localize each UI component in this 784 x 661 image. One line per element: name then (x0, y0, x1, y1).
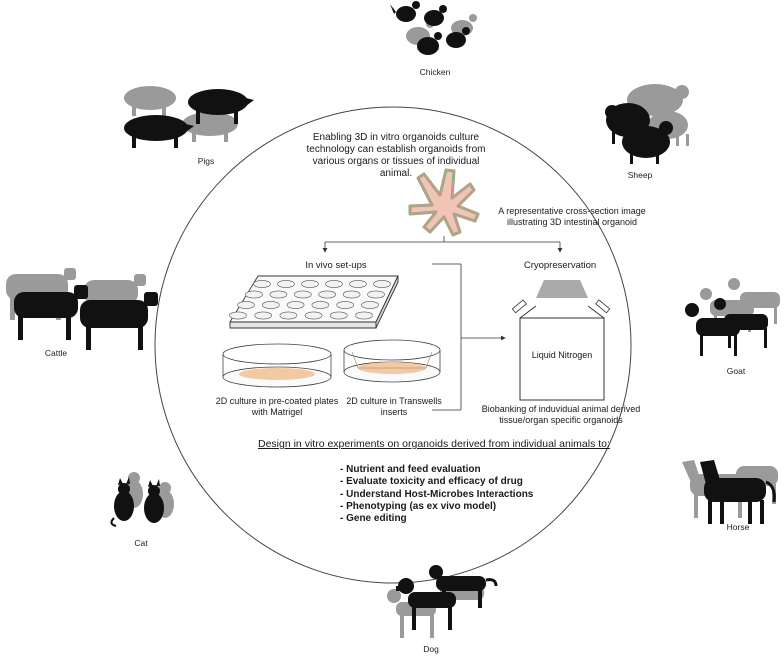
petri-dish-matrigel (222, 343, 332, 388)
label-dog: Dog (423, 644, 439, 654)
well (373, 280, 391, 288)
to-cryo-arrow (432, 263, 506, 411)
list-item: - Phenotyping (as ex vivo model) (340, 500, 497, 512)
organoid-caption: A representative cross-section image ill… (498, 206, 646, 227)
cryo-label: Cryopreservation (523, 260, 597, 271)
well (336, 301, 355, 309)
liquid-nitrogen-label: Liquid Nitrogen (531, 350, 593, 360)
well (325, 280, 343, 288)
well (237, 301, 255, 309)
well (361, 301, 379, 309)
organoid-icon (408, 168, 480, 237)
pigs-icon (124, 86, 254, 148)
label-pigs: Pigs (197, 156, 215, 166)
sheep-icon (605, 84, 689, 164)
applications-list: - Nutrient and feed evaluation - Evaluat… (340, 464, 533, 525)
label-horse: Horse (726, 522, 750, 532)
chicken-icon (390, 1, 477, 55)
label-chicken: Chicken (419, 67, 451, 77)
well (355, 311, 373, 320)
well (261, 301, 280, 309)
well (318, 290, 337, 299)
biobanking-label: Biobanking of induvidual animal derived … (481, 404, 641, 425)
well (279, 311, 298, 320)
liquid-nitrogen-tank-icon (511, 280, 611, 401)
label-goat: Goat (726, 366, 746, 376)
goat-icon (685, 278, 780, 356)
well (245, 290, 263, 299)
well (286, 301, 305, 309)
list-item: - Understand Host-Microbes Interactions (340, 488, 534, 500)
well (301, 280, 319, 288)
well (342, 290, 361, 299)
matrigel-label: 2D culture in pre-coated plates with Mat… (215, 396, 339, 417)
design-heading: Design in vitro experiments on organoids… (258, 438, 610, 450)
dog-icon (387, 565, 498, 638)
well (293, 290, 312, 299)
well (229, 311, 247, 320)
central-circle (154, 106, 632, 584)
well (367, 290, 385, 299)
label-sheep: Sheep (627, 170, 653, 180)
well-plate-icon (229, 275, 399, 329)
transwell-label: 2D culture in Transwells inserts (346, 396, 442, 417)
intro-text: Enabling 3D in vitro organoids culture t… (306, 132, 486, 179)
cattle-icon (6, 268, 158, 350)
well (253, 280, 271, 288)
well (254, 311, 273, 320)
well (304, 311, 323, 320)
petri-dish-transwell (343, 339, 441, 383)
well (349, 280, 367, 288)
list-item: - Gene editing (340, 513, 407, 525)
well (269, 290, 288, 299)
well (329, 311, 348, 320)
label-cat: Cat (134, 538, 148, 548)
list-item: - Nutrient and feed evaluation (340, 464, 481, 475)
cat-icon (110, 472, 174, 527)
in-vivo-label: In vivo set-ups (305, 260, 367, 271)
list-item: - Evaluate toxicity and efficacy of drug (340, 476, 523, 488)
well (311, 301, 330, 309)
label-cattle: Cattle (44, 348, 68, 358)
split-arrows (322, 236, 563, 253)
well (277, 280, 295, 288)
horse-icon (682, 460, 778, 524)
